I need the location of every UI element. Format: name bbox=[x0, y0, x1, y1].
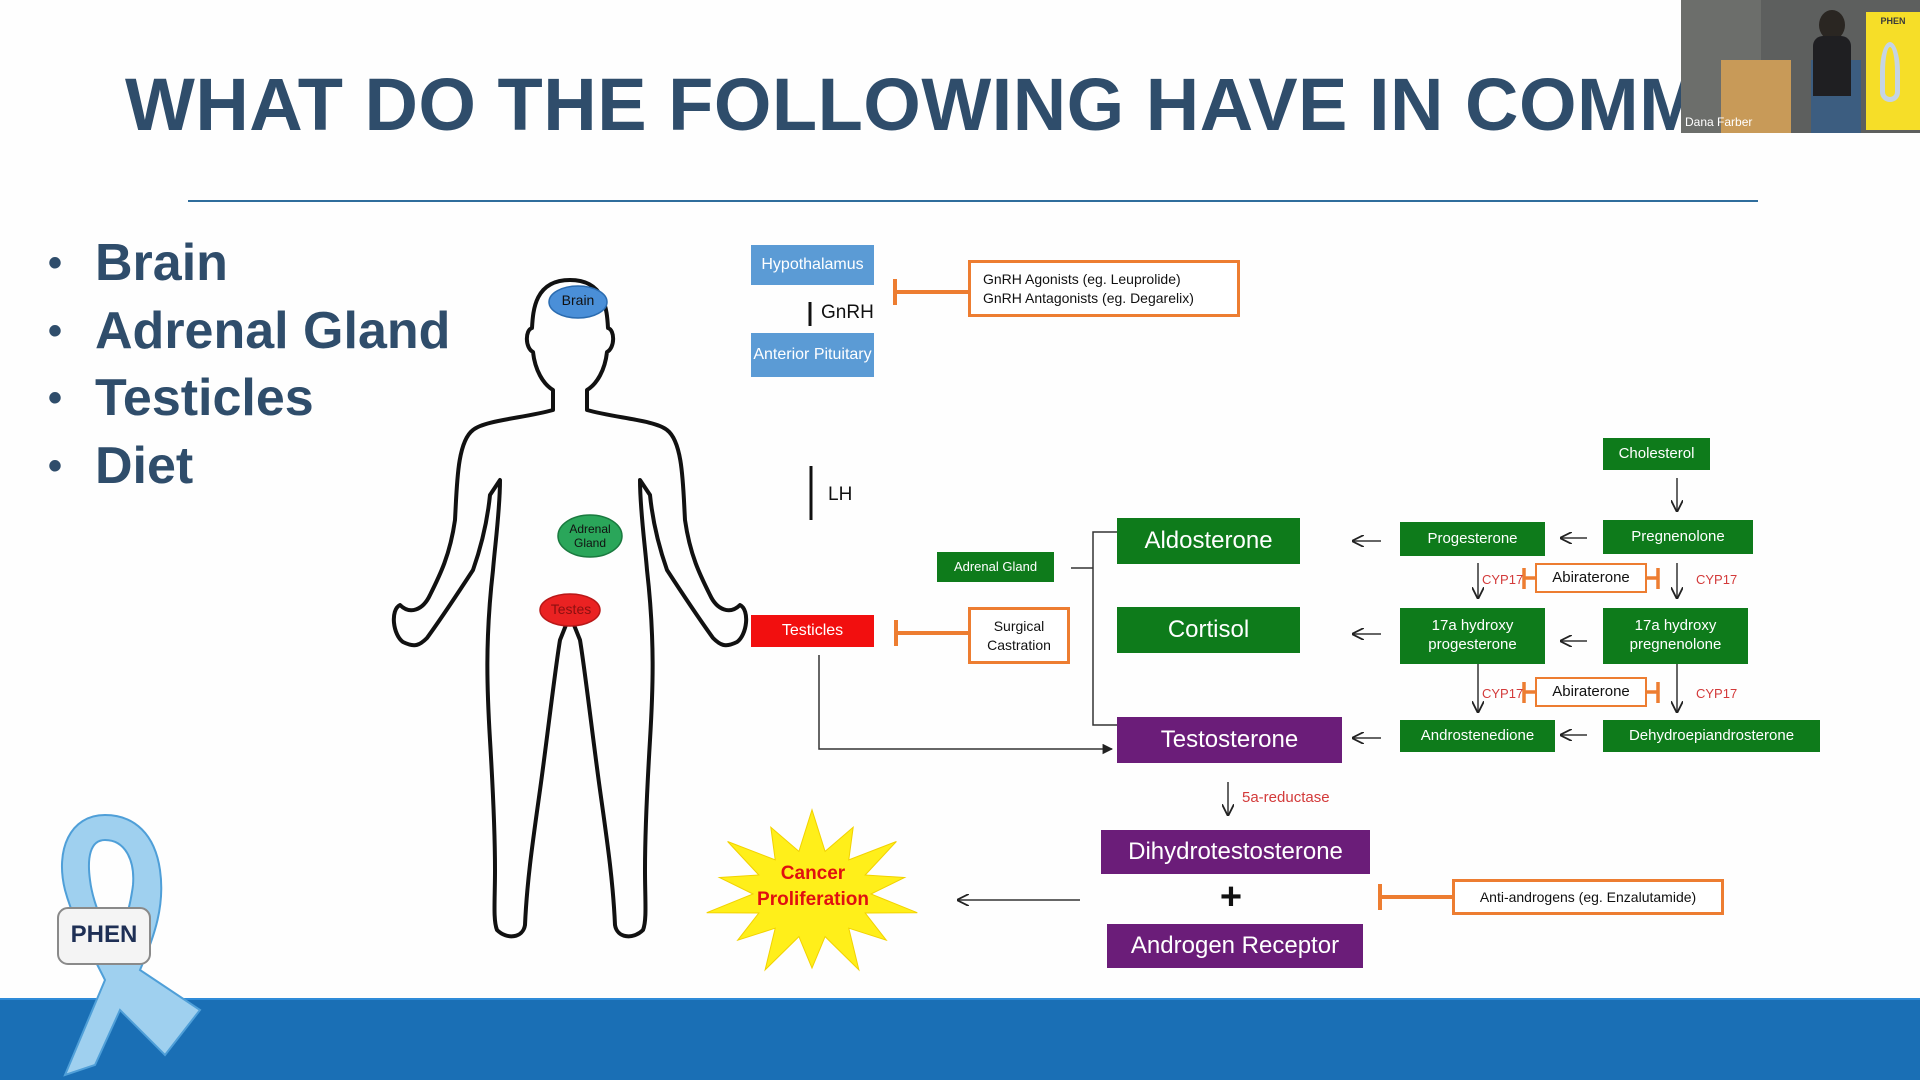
cholesterol-box: Cholesterol bbox=[1603, 438, 1710, 470]
testes-label: Testes bbox=[550, 601, 592, 617]
title-divider bbox=[188, 200, 1758, 202]
cyp17-label-4: CYP17 bbox=[1696, 686, 1738, 701]
androgen-receptor-box: Androgen Receptor bbox=[1107, 924, 1363, 968]
cyp17-label-1: CYP17 bbox=[1482, 572, 1524, 587]
adrenal-gland-box: Adrenal Gland bbox=[937, 552, 1054, 582]
anterior-pituitary-box: Anterior Pituitary bbox=[751, 333, 874, 377]
bullet-list: Brain Adrenal Gland Testicles Diet bbox=[48, 230, 450, 500]
cyp17-label-2: CYP17 bbox=[1696, 572, 1738, 587]
human-body-outline bbox=[391, 278, 749, 939]
hypothalamus-box: Hypothalamus bbox=[751, 245, 874, 285]
cancer-proliferation-label: Cancer Proliferation bbox=[757, 863, 869, 910]
testicles-box: Testicles bbox=[751, 615, 874, 647]
bullet-adrenal-gland: Adrenal Gland bbox=[48, 298, 450, 366]
cortisol-box: Cortisol bbox=[1117, 607, 1300, 653]
5a-reductase-label: 5a-reductase bbox=[1242, 789, 1330, 806]
video-inset: PHEN Dana Farber bbox=[1681, 0, 1920, 133]
abiraterone-box-2: Abiraterone bbox=[1535, 677, 1647, 707]
progesterone-box: Progesterone bbox=[1400, 522, 1545, 556]
abiraterone-box-1: Abiraterone bbox=[1535, 563, 1647, 593]
lh-label: LH bbox=[828, 484, 853, 505]
adrenal-body-label: Adrenal Gland bbox=[569, 522, 611, 551]
anti-androgens-box: Anti-androgens (eg. Enzalutamide) bbox=[1452, 879, 1724, 915]
cyp17-label-3: CYP17 bbox=[1482, 686, 1524, 701]
gnrh-drugs-box: GnRH Agonists (eg. Leuprolide) GnRH Anta… bbox=[968, 260, 1240, 317]
bullet-diet: Diet bbox=[48, 433, 450, 501]
bullet-brain: Brain bbox=[48, 230, 450, 298]
footer-band bbox=[0, 1000, 1920, 1080]
phen-logo-text: PHEN bbox=[70, 921, 138, 948]
17a-hydroxy-pregnenolone-box: 17a hydroxy pregnenolone bbox=[1603, 608, 1748, 664]
gnrh-agonists-text: GnRH Agonists (eg. Leuprolide) bbox=[983, 270, 1181, 287]
bullet-testicles: Testicles bbox=[48, 365, 450, 433]
slide-title: WHAT DO THE FOLLOWING HAVE IN COMMON bbox=[125, 63, 1814, 146]
cancer-burst-shape bbox=[706, 808, 918, 972]
dhea-box: Dehydroepiandrosterone bbox=[1603, 720, 1820, 752]
androstenedione-box: Androstenedione bbox=[1400, 720, 1555, 752]
plus-sign: + bbox=[1219, 876, 1243, 918]
aldosterone-box: Aldosterone bbox=[1117, 518, 1300, 564]
dihydrotestosterone-box: Dihydrotestosterone bbox=[1101, 830, 1370, 874]
17a-hydroxy-progesterone-box: 17a hydroxy progesterone bbox=[1400, 608, 1545, 664]
surgical-castration-box: Surgical Castration bbox=[968, 607, 1070, 664]
gnrh-antagonists-text: GnRH Antagonists (eg. Degarelix) bbox=[983, 289, 1194, 306]
gnrh-label: GnRH bbox=[821, 302, 874, 323]
brain-label: Brain bbox=[561, 292, 595, 308]
pregnenolone-box: Pregnenolone bbox=[1603, 520, 1753, 554]
phen-ribbon-logo bbox=[57, 813, 202, 1077]
video-phen-banner: PHEN bbox=[1866, 12, 1920, 130]
testosterone-box: Testosterone bbox=[1117, 717, 1342, 763]
video-caption: Dana Farber bbox=[1685, 115, 1753, 129]
